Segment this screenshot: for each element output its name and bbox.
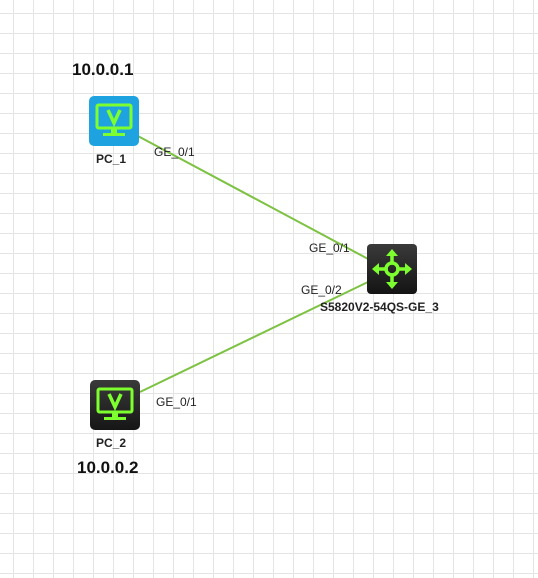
pc1-ip-label: 10.0.0.1 <box>72 60 134 79</box>
switch-arrows-icon <box>372 249 412 289</box>
pc1-port-label: GE_0/1 <box>154 145 195 159</box>
pc2-node[interactable] <box>90 380 140 430</box>
link-pc2-switch[interactable] <box>139 280 371 393</box>
link-pc1-switch[interactable] <box>135 134 371 261</box>
pc1-node[interactable] <box>89 96 139 146</box>
switch-port-ge02-label: GE_0/2 <box>301 283 342 297</box>
switch-node[interactable] <box>367 244 417 294</box>
switch-name-label: S5820V2-54QS-GE_3 <box>320 300 439 314</box>
pc1-name-label: PC_1 <box>96 152 127 166</box>
pc2-ip-label: 10.0.0.2 <box>77 458 139 477</box>
pc-monitor-icon <box>96 387 134 420</box>
switch-port-ge01-label: GE_0/1 <box>309 241 350 255</box>
pc-monitor-icon <box>95 103 133 136</box>
pc2-name-label: PC_2 <box>96 436 127 450</box>
pc2-port-label: GE_0/1 <box>156 395 197 409</box>
